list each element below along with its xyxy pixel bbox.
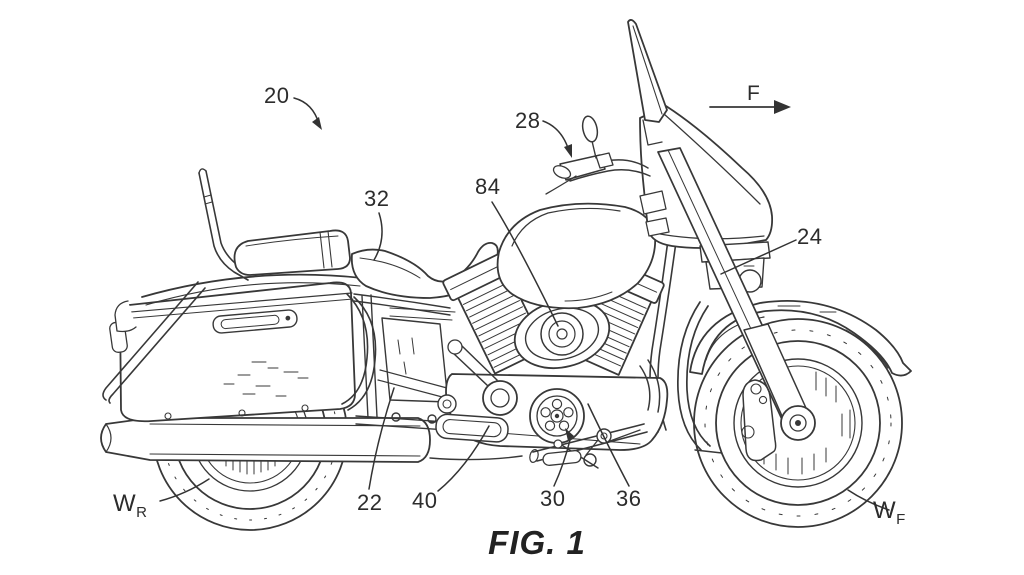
front-wheel-subscript: F (896, 511, 906, 528)
rear-wheel-symbol: W (113, 490, 137, 517)
direction-arrow (709, 100, 791, 114)
rear-wheel-subscript: R (136, 504, 147, 521)
windshield-drawing (627, 19, 668, 146)
ref-label-84: 84 (475, 174, 501, 199)
ref-label-32: 32 (364, 186, 390, 211)
figure-caption: FIG. 1 (488, 524, 586, 561)
front-fork-drawing (657, 147, 816, 441)
ref-label-30: 30 (540, 486, 566, 511)
leader-lines (159, 97, 890, 511)
saddlebag-drawing (102, 281, 377, 423)
handlebar-drawing (545, 115, 670, 237)
ref-label-28: 28 (515, 108, 541, 133)
front-wheel-symbol: W (873, 497, 897, 524)
front-fender-drawing (689, 300, 912, 377)
ref-label-20: 20 (264, 83, 290, 108)
ref-label-rear-wheel: WR (113, 490, 147, 521)
ref-label-22: 22 (357, 490, 383, 515)
ref-label-40: 40 (412, 488, 438, 513)
ref-label-front-wheel: WF (873, 497, 906, 528)
forward-direction-label: F (747, 82, 761, 105)
muffler-drawing (100, 417, 523, 463)
front-wheel-drawing (693, 318, 903, 528)
ref-label-36: 36 (616, 486, 642, 511)
fuel-tank-drawing (496, 202, 657, 310)
ref-label-24: 24 (797, 224, 823, 249)
